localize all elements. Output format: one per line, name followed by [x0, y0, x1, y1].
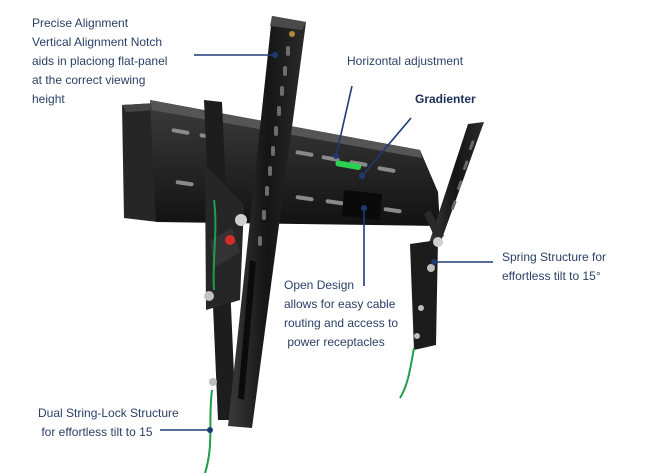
- callout-open-design-line-3: routing and access to: [284, 316, 399, 330]
- leader-horizontal-adjustment: [335, 85, 353, 157]
- callout-dual-string-lock-line-2: for effortless tilt to 15: [38, 425, 153, 439]
- leader-dots: [207, 52, 437, 433]
- gradienter-bubble-level: [335, 160, 362, 170]
- callout-spring-structure: Spring Structure for effortless tilt to …: [502, 248, 606, 286]
- callout-open-design-line-4: power receptacles: [284, 335, 385, 349]
- callout-open-design: Open Design allows for easy cable routin…: [284, 276, 398, 352]
- callout-dual-string-lock: Dual String-Lock Structure for effortles…: [38, 404, 179, 442]
- main-vertical-arm: [228, 16, 306, 428]
- left-rear-bracket: [204, 100, 247, 420]
- horizontal-wall-plate: [150, 100, 440, 226]
- leader-lines: [160, 54, 493, 431]
- callout-open-design-line-2: allows for easy cable: [284, 297, 396, 311]
- callout-horizontal-adjustment: Horizontal adjustment: [347, 52, 463, 71]
- callout-dual-string-lock-line-1: Dual String-Lock Structure: [38, 406, 179, 420]
- callout-spring-structure-line-2: effortless tilt to 15°: [502, 269, 601, 283]
- right-pull-string: [399, 347, 415, 399]
- right-vertical-arm: [410, 122, 484, 350]
- callout-precise-alignment: Precise Alignment Vertical Alignment Not…: [32, 14, 167, 109]
- callout-precise-alignment-line-5: height: [32, 92, 65, 106]
- callout-gradienter: Gradienter: [415, 90, 476, 109]
- callout-precise-alignment-line-3: aids in placiong flat-panel: [32, 54, 168, 68]
- callout-precise-alignment-line-4: at the correct viewing: [32, 73, 146, 87]
- callout-precise-alignment-line-1: Precise Alignment: [32, 16, 129, 30]
- upper-string: [212, 199, 217, 291]
- callout-horizontal-adjustment-line-1: Horizontal adjustment: [347, 54, 464, 68]
- callout-open-design-line-1: Open Design: [284, 278, 355, 292]
- callout-spring-structure-line-1: Spring Structure for: [502, 250, 607, 264]
- callout-gradienter-line-1: Gradienter: [415, 92, 476, 106]
- callout-precise-alignment-line-2: Vertical Alignment Notch: [32, 35, 163, 49]
- leader-gradienter: [361, 117, 412, 177]
